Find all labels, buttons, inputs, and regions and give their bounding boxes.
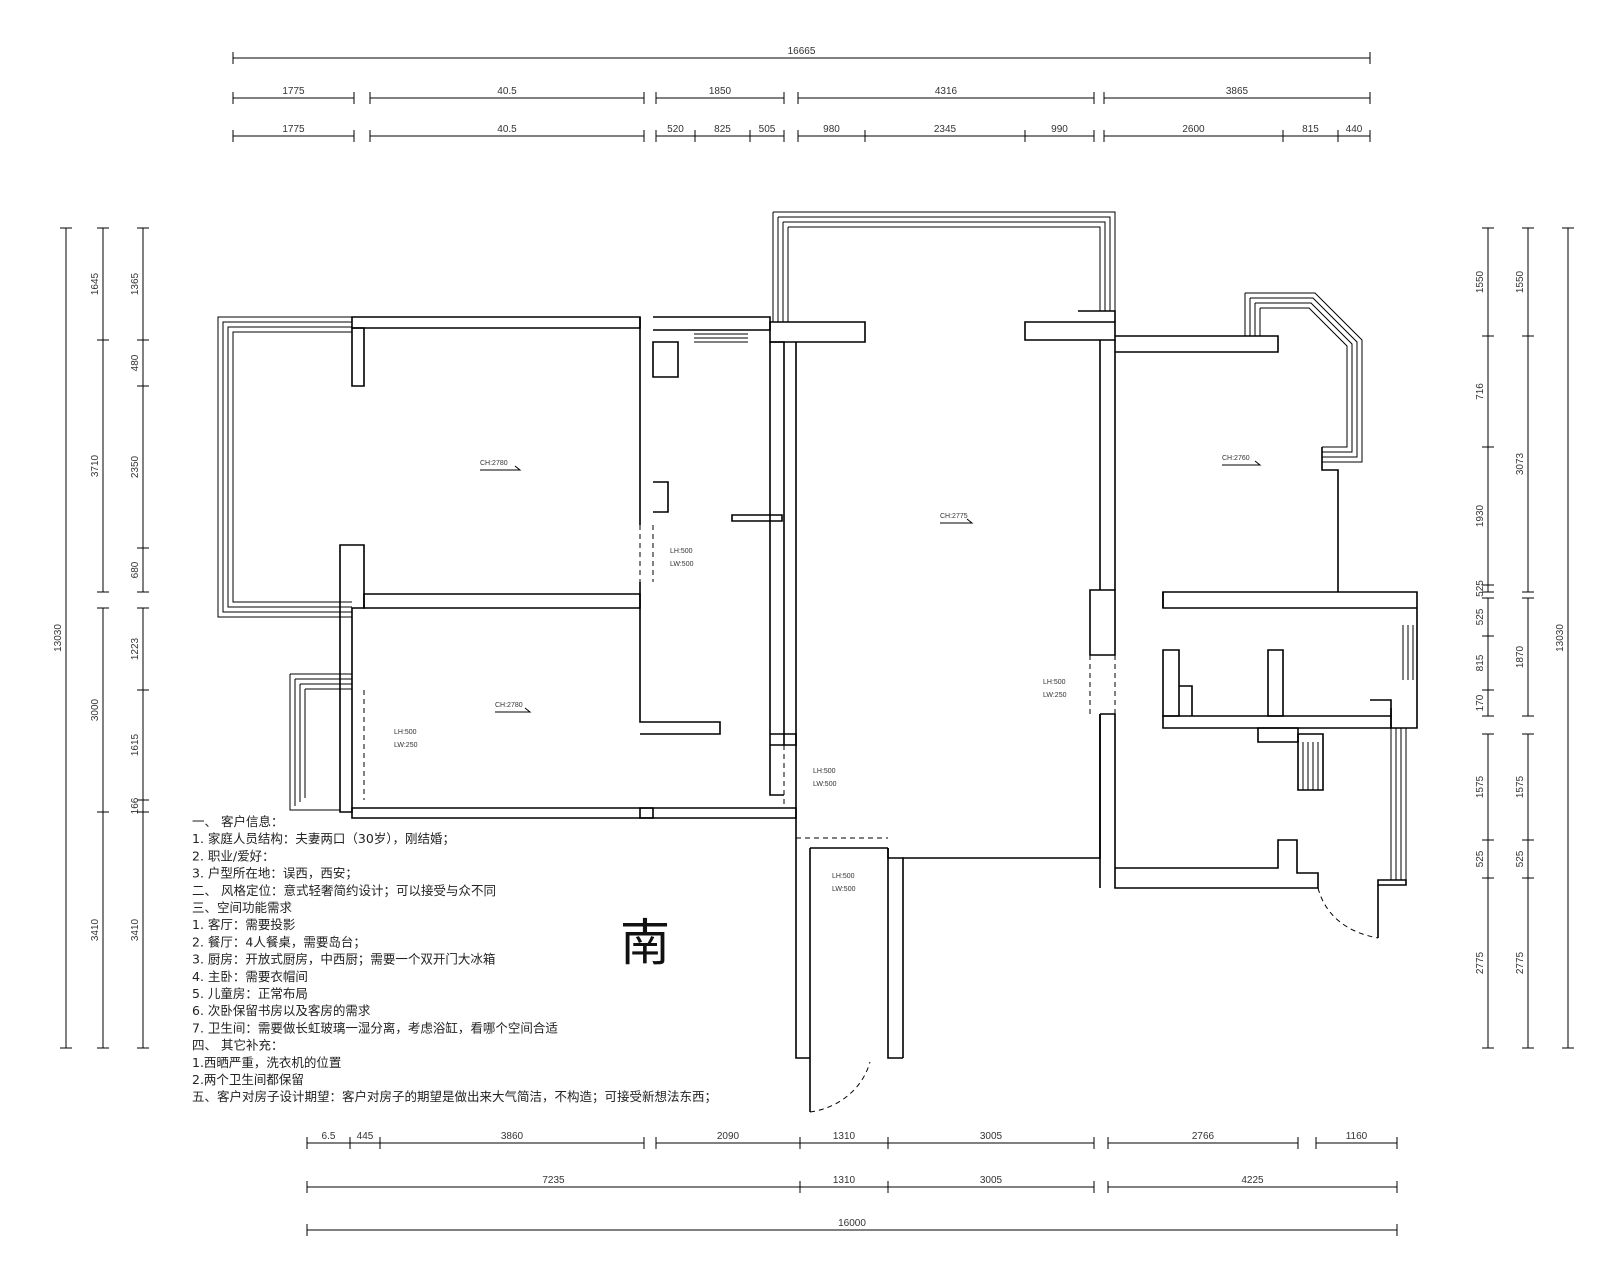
bottom-row2-dim-b-0: 4225 [1241,1175,1264,1186]
left-outer-dim-c-0: 3000 [90,698,101,721]
door-b-lh: LH:500 [394,729,417,736]
note-line-9: 4. 主卧：需要衣帽间 [192,969,308,984]
living-room-height: CH:2775 [940,513,968,520]
kitchen-height: CH:2760 [1222,455,1250,462]
bottom-row2-dim-a-0: 7235 [542,1175,565,1186]
left-inner-dim-b-2: 166 [130,797,141,814]
right-inner-dim-b-1: 815 [1475,654,1486,671]
top-row1-dim-0-0: 1775 [282,86,305,97]
top-row2-dim-b-1: 825 [714,124,731,135]
master-bedroom-height: CH:2780 [480,460,508,467]
top-total-dim-0: 16665 [788,46,816,57]
top-row1-dim-1-0: 40.5 [497,86,517,97]
note-line-7: 2. 餐厅：4人餐桌，需要岛台； [192,934,366,949]
left-outer-dim-a-0: 1645 [90,272,101,295]
right-total-dim-0: 13030 [1555,624,1566,652]
bottom-total-dim-0: 16000 [838,1218,866,1229]
dimension-layer: 16665 1775 40.5 1850 4316 3865 1775 40.5 520 825 5… [53,46,1574,1236]
right-inner-dim-a-3: 525 [1475,580,1486,597]
left-inner-dim-a-3: 680 [130,561,141,578]
note-line-11: 6. 次卧保留书房以及客房的需求 [192,1003,371,1018]
note-line-14: 1.西晒严重，洗衣机的位置 [192,1055,341,1070]
note-line-10: 5. 儿童房：正常布局 [192,986,308,1001]
left-inner-dim-b-1: 1615 [130,733,141,756]
note-line-15: 2.两个卫生间都保留 [192,1072,304,1087]
right-inner-dim-c-1: 525 [1475,850,1486,867]
bottom-row1-dim-c-0: 2766 [1192,1131,1215,1142]
door-c-lw: LW:500 [813,781,837,788]
right-outer-dim-c-1: 525 [1515,850,1526,867]
compass-south-label: 南 [620,914,670,972]
right-outer-dim-b-0: 1870 [1515,645,1526,668]
top-row2-dim-1-0: 40.5 [497,124,517,135]
door-c-lh: LH:500 [813,768,836,775]
door-a-lw: LW:500 [670,561,694,568]
door-e-lh: LH:500 [832,873,855,880]
top-row2-dim-c-2: 990 [1051,124,1068,135]
client-notes: 一、 客户信息： 1. 家庭人员结构：夫妻两口（30岁），刚结婚； 2. 职业/爱好… [192,814,717,1104]
left-inner-dim-a-2: 2350 [130,455,141,478]
bottom-row2-dim-a-1: 1310 [833,1175,856,1186]
door-e-lw: LW:500 [832,886,856,893]
note-line-12: 7. 卫生间：需要做长虹玻璃一湿分离，考虑浴缸，看哪个空间合适 [192,1020,558,1035]
right-inner-dim-c-2: 2775 [1475,951,1486,974]
note-line-13: 四、 其它补充： [192,1038,283,1053]
door-d-lh: LH:500 [1043,679,1066,686]
top-row2-dim-d-2: 440 [1346,124,1363,135]
note-line-0: 一、 客户信息： [192,814,283,829]
top-row2-dim-c-0: 980 [823,124,840,135]
room-labels: CH:2780 CH:2780 CH:2775 CH:2760 LH:500 L… [394,455,1262,893]
bottom-row1-dim-a-1: 445 [357,1131,374,1142]
top-row2-dim-b-0: 520 [667,124,684,135]
left-inner-dim-a-0: 1365 [130,272,141,295]
bottom-row1-dim-b-0: 2090 [717,1131,740,1142]
left-total-dim-0: 13030 [53,624,64,652]
top-row2-dim-b-2: 505 [759,124,776,135]
right-inner-dim-a-1: 716 [1475,383,1486,400]
bottom-row1-dim-a-0: 6.5 [322,1131,336,1142]
top-row1-dim-4-0: 3865 [1226,86,1249,97]
note-line-5: 三、空间功能需求 [192,900,293,915]
right-outer-dim-c-0: 1575 [1515,775,1526,798]
bottom-row1-dim-d-0: 1160 [1346,1131,1368,1142]
right-inner-dim-b-2: 170 [1475,694,1486,711]
top-row1-dim-3-0: 4316 [935,86,958,97]
bottom-row1-dim-a-2: 3860 [501,1131,524,1142]
bottom-row1-dim-b-2: 3005 [980,1131,1003,1142]
door-d-lw: LW:250 [1043,692,1067,699]
top-row2-dim-d-0: 2600 [1182,124,1205,135]
door-b-lw: LW:250 [394,742,418,749]
left-outer-dim-b-0: 3710 [90,454,101,477]
note-line-1: 1. 家庭人员结构：夫妻两口（30岁），刚结婚； [192,831,455,846]
right-inner-dim-a-0: 1550 [1475,270,1486,293]
note-line-16: 五、客户对房子设计期望：客户对房子的期望是做出来大气简洁，不构造；可接受新想法东… [192,1089,717,1104]
note-line-6: 1. 客厅：需要投影 [192,917,296,932]
right-outer-dim-c-2: 2775 [1515,951,1526,974]
left-outer-dim-d-0: 3410 [90,918,101,941]
top-row1-dim-2-0: 1850 [709,86,732,97]
left-inner-dim-c-0: 3410 [130,918,141,941]
note-line-4: 二、 风格定位：意式轻奢简约设计；可以接受与众不同 [192,883,496,898]
floor-plan-walls [217,211,1418,1113]
top-row2-dim-c-1: 2345 [934,124,957,135]
bottom-row2-dim-a-2: 3005 [980,1175,1003,1186]
note-line-3: 3. 户型所在地：误西，西安； [192,866,358,881]
second-bedroom-height: CH:2780 [495,702,523,709]
right-outer-dim-a-0: 1550 [1515,270,1526,293]
right-inner-dim-b-0: 525 [1475,608,1486,625]
top-row2-dim-d-1: 815 [1302,124,1319,135]
bottom-row1-dim-b-1: 1310 [833,1131,856,1142]
top-row2-dim-0-0: 1775 [282,124,305,135]
left-inner-dim-a-1: 480 [130,354,141,371]
note-line-8: 3. 厨房：开放式厨房，中西厨；需要一个双开门大冰箱 [192,952,495,967]
door-a-lh: LH:500 [670,548,693,555]
right-outer-dim-a-1: 3073 [1515,452,1526,475]
left-inner-dim-b-0: 1223 [130,637,141,660]
note-line-2: 2. 职业/爱好： [192,848,275,863]
right-inner-dim-c-0: 1575 [1475,775,1486,798]
right-inner-dim-a-2: 1930 [1475,504,1486,527]
